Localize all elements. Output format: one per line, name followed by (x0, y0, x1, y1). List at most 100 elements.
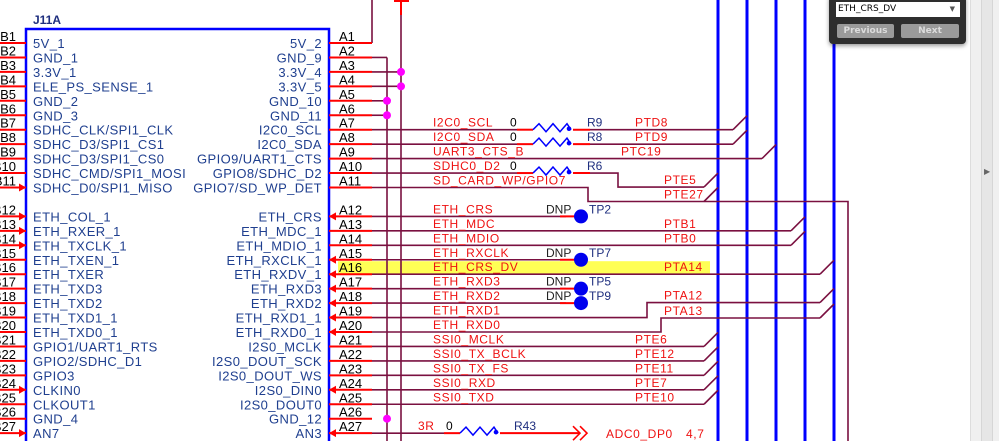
pin-number: B19 (0, 304, 16, 319)
pin-name: SDHC_D3/SPI1_CS1 (33, 137, 164, 152)
test-point-ref: TP7 (589, 246, 611, 260)
pin-number: A24 (339, 376, 362, 391)
pin-number: B11 (0, 174, 16, 189)
pin-arrow-icon (19, 385, 26, 394)
pin-arrow-icon (329, 212, 336, 221)
resistor-dot (566, 140, 572, 146)
pin-number: B7 (0, 116, 16, 131)
pin-number: B3 (0, 58, 16, 73)
expand-arrow-icon[interactable]: ▶ (984, 167, 991, 176)
port-label: PTE5 (664, 173, 696, 187)
pin-name: ETH_TXEN_1 (33, 253, 119, 268)
offpage-label: ADC0_DP0 (606, 427, 673, 441)
pin-number: A5 (339, 87, 355, 102)
offpage-connector-icon (579, 425, 589, 441)
port-label: PTE12 (635, 347, 675, 361)
pin-number: B24 (0, 376, 16, 391)
pin-name: 3.3V_4 (278, 65, 322, 80)
pin-number: B21 (0, 332, 16, 347)
pin-name: GPIO3 (33, 368, 75, 383)
pin-number: B8 (0, 130, 16, 145)
offpage-ref: 4,7 (686, 427, 704, 441)
pin-name: SDHC_D3/SPI1_CS0 (33, 152, 164, 167)
pin-name: GPIO9/UART1_CTS (197, 152, 322, 167)
junction-dot (383, 111, 391, 120)
resistor-ref: R43 (514, 419, 536, 433)
panel-splitter[interactable] (981, 0, 993, 441)
pin-number: B6 (0, 101, 16, 116)
pin-number: A17 (339, 275, 362, 290)
net-label: ETH_RXD0 (433, 318, 500, 332)
pin-name: GND_3 (33, 108, 78, 123)
net-select-dropdown[interactable]: ETH_CRS_DV ▼ (836, 2, 960, 17)
net-label: ETH_CRS_DV (433, 260, 518, 274)
pin-arrow-icon (19, 212, 26, 221)
pin-name: ETH_RXD0_1 (236, 325, 322, 340)
net-label: ETH_MDIO (433, 231, 500, 245)
net-label: SDHC0_D2 (433, 159, 501, 173)
pin-name: GPIO2/SDHC_D1 (33, 354, 142, 369)
test-point-ref: TP9 (589, 289, 611, 303)
bus-entry (732, 129, 748, 145)
pin-number: B13 (0, 217, 16, 232)
pin-number: B17 (0, 275, 16, 290)
pin-name: ETH_RXER_1 (33, 224, 121, 239)
net-highlight (338, 261, 710, 275)
pin-number: A12 (339, 202, 362, 217)
pin-number: A11 (339, 174, 361, 189)
test-point-icon (574, 296, 588, 311)
pin-arrow-icon (19, 429, 26, 438)
pin-name: ETH_RXDV_1 (234, 267, 322, 282)
pin-arrow-icon (329, 284, 336, 293)
pin-name: GPIO8/SDHC_D2 (213, 166, 322, 181)
component-body (24, 27, 331, 441)
port-label: PTE7 (635, 376, 667, 390)
bus-entry (703, 346, 719, 362)
pin-name: 3.3V_1 (33, 65, 77, 80)
pin-arrow-icon (329, 255, 336, 264)
pin-number: A18 (339, 289, 362, 304)
pin-name: GPIO1/UART1_RTS (33, 339, 158, 354)
pin-number: A19 (339, 304, 362, 319)
pin-name: GND_10 (269, 94, 322, 109)
pin-number: B1 (0, 29, 16, 44)
resistor-ref: R6 (587, 159, 603, 173)
pin-name: CLKOUT1 (33, 397, 96, 412)
previous-button[interactable]: Previous (837, 24, 894, 38)
pin-arrow-icon (329, 313, 336, 322)
chevron-down-icon: ▼ (949, 5, 955, 13)
test-point-note: DNP (546, 202, 571, 216)
wire (372, 186, 849, 441)
pin-number: A7 (339, 116, 355, 131)
port-label: PTD9 (635, 130, 668, 144)
pin-name: SDHC_CMD/SPI1_MOSI (33, 166, 186, 181)
pin-number: A3 (339, 58, 355, 73)
net-label: SSI0_TX_BCLK (433, 347, 526, 361)
port-label: PTE27 (664, 188, 704, 202)
pin-number: B10 (0, 159, 16, 174)
next-button[interactable]: Next (901, 24, 959, 38)
resistor-icon (532, 165, 572, 177)
pin-number: A4 (339, 72, 355, 87)
net-label: SSI0_TX_FS (433, 361, 509, 375)
pin-number: B27 (0, 419, 16, 434)
resistor-value: 0 (510, 130, 517, 144)
pin-name: GND_1 (33, 50, 78, 65)
junction-dot (383, 414, 391, 423)
net-label: ETH_RXD1 (433, 304, 500, 318)
pin-name: GND_4 (33, 412, 78, 427)
pin-name: 5V_1 (33, 36, 65, 51)
pin-name: ETH_MDIO_1 (236, 238, 322, 253)
pin-name: ETH_RXD2 (251, 296, 322, 311)
bus-entry (790, 216, 806, 232)
test-point-icon (574, 209, 588, 224)
net-label: I2C0_SCL (433, 116, 493, 130)
net-select-value: ETH_CRS_DV (838, 4, 897, 14)
net-label: UART3_CTS_B (433, 145, 524, 159)
bus-entry (703, 186, 719, 203)
port-label: PTA12 (664, 289, 703, 303)
pin-name: GPIO7/SD_WP_DET (193, 181, 322, 196)
bus-entry (732, 115, 748, 131)
pin-number: B20 (0, 318, 16, 333)
